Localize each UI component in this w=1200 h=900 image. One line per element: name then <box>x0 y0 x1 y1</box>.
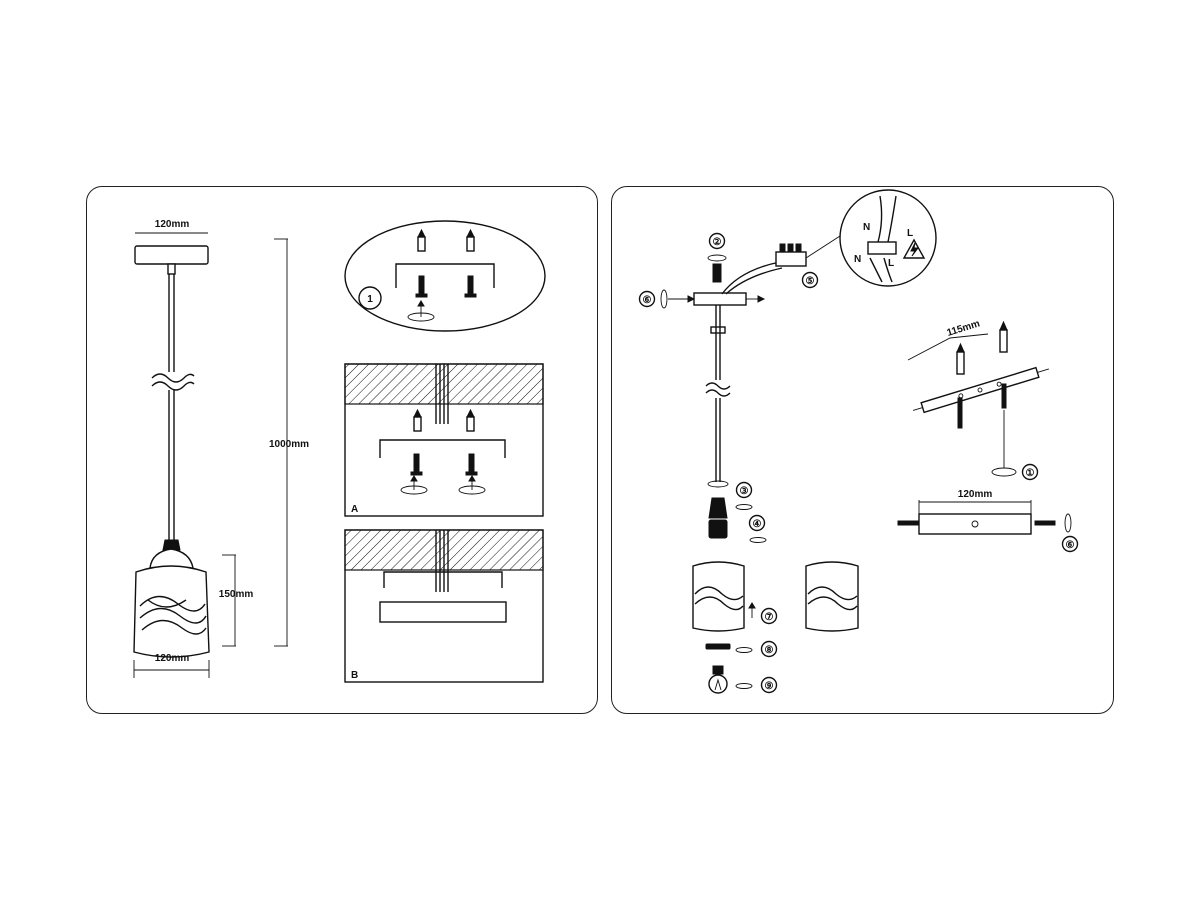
rotate-arrow-icon <box>407 300 435 322</box>
screw-icon <box>415 275 477 298</box>
mounting-plate <box>693 292 747 306</box>
wiring-l-label: L <box>907 228 913 239</box>
shade-height-label: 150mm <box>219 589 254 600</box>
step-6-badge <box>1061 535 1079 553</box>
cord-grip-nut <box>707 480 729 488</box>
cord-grip-nut <box>710 326 726 334</box>
plate-center-hole <box>971 520 979 528</box>
suspension-cord <box>705 305 731 482</box>
rotate-arrow-icon <box>660 289 668 309</box>
step-1-badge <box>358 286 382 310</box>
ceiling-canopy <box>379 601 507 623</box>
step-6-badge <box>638 290 656 308</box>
variant-a-label: A <box>351 504 358 515</box>
lamp-socket <box>708 519 728 539</box>
step-5-badge <box>801 271 819 289</box>
step-6-number: ⑥ <box>1066 540 1075 551</box>
variant-b-label: B <box>351 670 358 681</box>
lamp-holder <box>708 497 728 519</box>
wiring-n-label: N <box>863 222 870 233</box>
step-9-number: ⑨ <box>765 681 774 692</box>
mounting-bracket <box>379 439 506 458</box>
step-5-number: ⑤ <box>806 276 815 287</box>
wiring-detail-circle <box>839 189 937 287</box>
wall-plug-icon <box>413 408 475 432</box>
light-bulb-icon <box>708 665 728 694</box>
wiring-n-label: N <box>854 254 861 265</box>
step-7-number: ⑦ <box>765 612 774 623</box>
mounting-bracket <box>383 571 503 588</box>
step-3-number: ③ <box>740 486 749 497</box>
mounting-plate <box>918 513 1032 535</box>
wiring-l-label: L <box>888 258 894 269</box>
shade-retaining-ring <box>705 643 731 650</box>
glass-shade <box>692 561 745 632</box>
step-6-number: ⑥ <box>643 295 652 306</box>
suspension-cord <box>151 274 195 540</box>
canopy-width-label: 120mm <box>155 219 190 230</box>
mounting-bracket <box>912 366 1049 414</box>
assembly-figure: ② ⑥ ⑤ N L N L ③ ④ <box>638 189 1079 694</box>
step-4-badge <box>748 514 766 532</box>
step-3-badge <box>735 481 753 499</box>
terminal-block <box>775 243 807 267</box>
shade-width-label: 120mm <box>155 653 190 664</box>
bracket-spacing-label: 115mm <box>946 318 982 338</box>
screw-icon <box>410 453 478 476</box>
shade-top-collar <box>149 548 194 569</box>
plate-width-label: 120mm <box>958 489 993 500</box>
rotate-arrow-icon <box>1064 513 1072 533</box>
plate-screw <box>1034 520 1056 526</box>
high-voltage-warning-icon <box>902 238 926 259</box>
shade-height-dimension-line <box>222 554 236 647</box>
plate-screw <box>897 520 919 526</box>
rotate-arrow-icon <box>400 475 486 495</box>
step-1-number: 1 <box>367 294 373 305</box>
step-1-number: ① <box>1026 468 1035 479</box>
mains-wires <box>435 364 449 424</box>
rotate-arrow-icon <box>991 467 1017 477</box>
total-height-label: 1000mm <box>269 439 309 450</box>
mains-wires <box>435 530 449 592</box>
bracket-spacing-dimension-line <box>907 333 989 361</box>
glass-shade <box>133 565 210 658</box>
overview-figure: 120mm 120mm 1000mm 150mm 1 <box>133 219 546 683</box>
step-2-badge <box>708 232 726 250</box>
wall-plug-icon <box>956 320 1008 375</box>
glass-shade <box>805 561 859 632</box>
rotate-arrow-icon <box>735 504 753 510</box>
step-8-badge <box>760 640 778 658</box>
step-2-number: ② <box>713 237 722 248</box>
supply-cable <box>721 261 781 295</box>
step-9-badge <box>760 676 778 694</box>
step-7-badge <box>760 607 778 625</box>
wall-plug-icon <box>417 228 475 252</box>
rotate-arrow-icon <box>735 647 753 653</box>
lamp-holder-cap <box>162 539 181 551</box>
terminal-block <box>867 195 897 283</box>
step-4-number: ④ <box>753 519 762 530</box>
rotate-arrow-icon <box>707 254 727 262</box>
screw-icon <box>957 383 1007 429</box>
canopy-cord-grip <box>167 263 176 275</box>
mounting-bracket <box>395 263 495 288</box>
rotate-arrow-icon <box>735 683 753 689</box>
cord-grip-nut <box>712 263 722 283</box>
rotate-arrow-icon <box>749 537 767 543</box>
step-8-number: ⑧ <box>765 645 774 656</box>
step-1-badge <box>1021 463 1039 481</box>
total-height-dimension-line <box>274 238 288 647</box>
step-1-detail-oval <box>344 220 546 332</box>
